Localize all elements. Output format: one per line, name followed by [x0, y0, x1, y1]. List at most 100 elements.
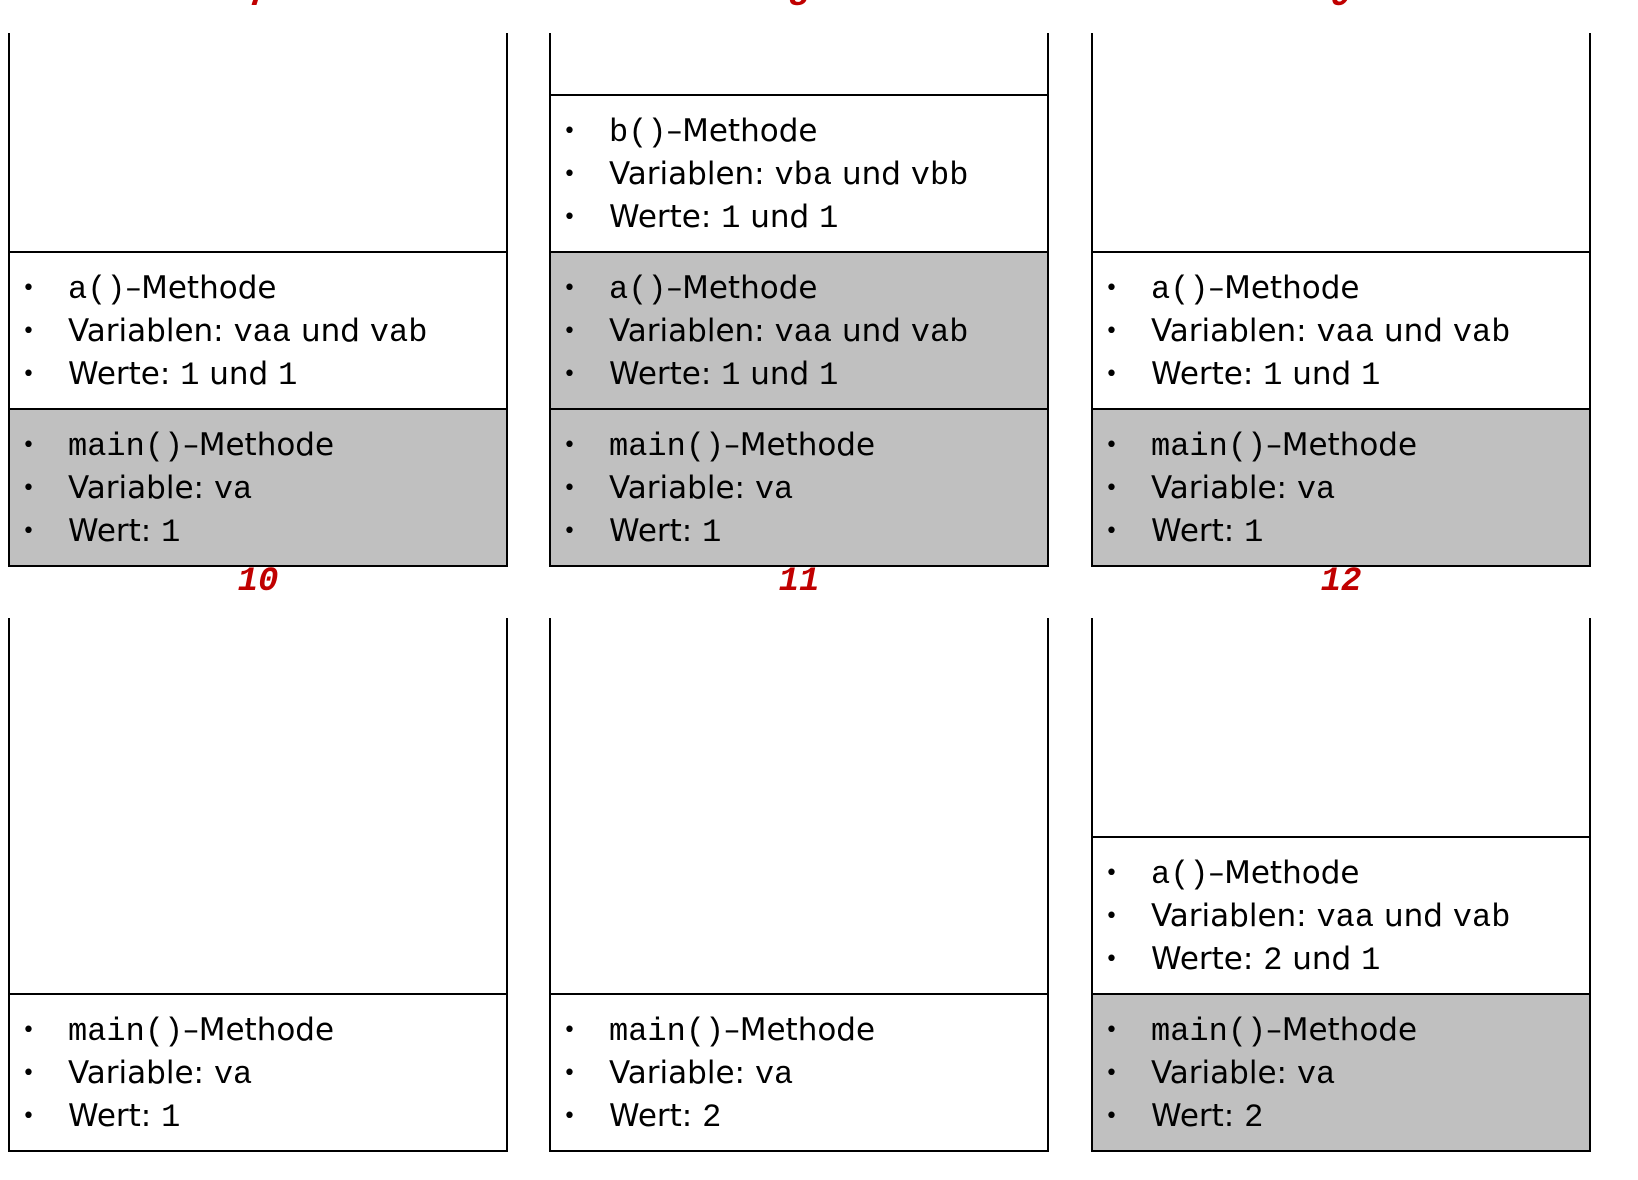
frame-method-line: • main()–Methode	[1105, 424, 1417, 467]
bullet-icon: •	[563, 319, 576, 344]
stack-frame: •main()–Methode•Variable: va•Wert: 1	[551, 408, 1047, 565]
variable-value: 2	[1244, 1099, 1264, 1136]
method-suffix: –Methode	[666, 270, 818, 306]
frame-variables-line: •Variable: va	[563, 467, 875, 510]
bullet-icon: •	[563, 1061, 576, 1086]
method-suffix: –Methode	[183, 1012, 335, 1048]
stack-frame: •a()–Methode•Variablen: vaa und vab•Wert…	[1093, 836, 1589, 993]
stack-frame: •main()–Methode•Variable: va•Wert: 2	[1093, 993, 1589, 1150]
bullet-icon: •	[563, 162, 576, 187]
und-label: und	[750, 199, 810, 235]
variables-label: Variablen:	[609, 156, 765, 192]
stack-frame: •b()–Methode•Variablen: vba und vbb•Wert…	[551, 94, 1047, 251]
bullet-icon: •	[563, 119, 576, 144]
values-label: Wert:	[68, 513, 152, 549]
variable-name: vbb	[910, 157, 969, 194]
bullet-icon: •	[563, 362, 576, 387]
bullet-icon: •	[563, 476, 576, 501]
frame-values-line: •Wert: 2	[1105, 1095, 1417, 1138]
bullet-icon: •	[22, 1061, 35, 1086]
variable-name: vaa	[1316, 899, 1375, 936]
variables-label: Variablen:	[1151, 313, 1307, 349]
values-label: Werte:	[609, 199, 712, 235]
variable-name: va	[1296, 471, 1336, 508]
und-label: und	[750, 356, 810, 392]
variable-value: 2	[1263, 942, 1283, 979]
bullet-icon: •	[563, 1104, 576, 1129]
stack-frame: •a()–Methode•Variablen: vaa und vab•Wert…	[551, 251, 1047, 408]
frame-variables-line: • Variable: va	[563, 1052, 875, 1095]
bullet-icon: •	[1105, 433, 1118, 458]
frame-values-line: • Wert: 1	[22, 510, 334, 553]
variable-name: va	[213, 1056, 253, 1093]
call-stack: •a()–Methode•Variablen: vaa und vab•Wert…	[1091, 618, 1591, 1152]
values-label: Werte:	[1151, 941, 1254, 977]
frame-variables-line: • Variablen: vba und vbb	[563, 153, 968, 196]
method-suffix: –Methode	[724, 1012, 876, 1048]
frame-method-line: •main()–Methode	[22, 424, 334, 467]
frame-method-line: •main()–Methode	[1105, 1009, 1417, 1052]
method-name: main()	[1151, 428, 1267, 465]
method-suffix: –Methode	[125, 270, 277, 306]
frame-values-line: •Werte: 1 und 1	[1105, 353, 1510, 396]
variables-label: Variablen:	[1151, 898, 1307, 934]
bullet-icon: •	[1105, 1061, 1118, 1086]
variables-label: Variable:	[609, 1055, 745, 1091]
variable-value: 1	[278, 357, 298, 394]
variables-label: Variablen:	[68, 313, 224, 349]
step-number: 11	[778, 563, 820, 601]
frame-variables-line: •Variable: va	[1105, 1052, 1417, 1095]
step-number: 10	[237, 563, 279, 601]
variables-label: Variablen:	[609, 313, 765, 349]
bullet-icon: •	[563, 519, 576, 544]
stack-frame: •main()–Methode•Variable: va•Wert: 1	[10, 993, 506, 1150]
method-name: a()	[1151, 271, 1209, 308]
method-suffix: –Methode	[724, 427, 876, 463]
frame-variables-line: •Variable: va	[22, 1052, 334, 1095]
frame-method-line: •main()–Methode	[563, 424, 875, 467]
method-suffix: –Methode	[1266, 427, 1418, 463]
bullet-icon: •	[563, 276, 576, 301]
variable-name: va	[1296, 1056, 1336, 1093]
variable-value: 1	[1263, 357, 1283, 394]
values-label: Werte:	[609, 356, 712, 392]
step-number: 7	[8, 0, 508, 17]
variable-value: 1	[161, 1099, 181, 1136]
bullet-icon: •	[22, 1104, 35, 1129]
frame-variables-line: •Variable: va	[22, 467, 334, 510]
und-label: und	[841, 313, 901, 349]
und-label: und	[1292, 941, 1352, 977]
variable-value: 1	[161, 514, 181, 551]
frame-values-line: •Werte: 2 und 1	[1105, 938, 1510, 981]
call-stack: •main()–Methode•Variable: va•Wert: 1	[8, 618, 508, 1152]
und-label: und	[1383, 898, 1443, 934]
frame-method-line: •b()–Methode	[563, 110, 968, 153]
und-label: und	[1292, 356, 1352, 392]
bullet-icon: •	[1105, 1018, 1118, 1043]
und-label: und	[300, 313, 360, 349]
variable-name: vaa	[233, 314, 292, 351]
frame-method-line: •a()–Methode	[1105, 852, 1510, 895]
variable-name: va	[754, 1056, 794, 1093]
step-number: 9	[1091, 0, 1591, 17]
bullet-icon: •	[1105, 861, 1118, 886]
variable-name: vab	[1452, 314, 1511, 351]
und-label: und	[841, 156, 901, 192]
bullet-icon: •	[22, 519, 35, 544]
bullet-icon: •	[1105, 519, 1118, 544]
method-name: a()	[609, 271, 667, 308]
variables-label: Variable:	[609, 470, 745, 506]
values-label: Wert:	[68, 1098, 152, 1134]
call-stack: •a()–Methode•Variablen: vaa und vab•Wert…	[1091, 33, 1591, 567]
bullet-icon: •	[563, 205, 576, 230]
variable-value: 1	[721, 200, 741, 237]
method-name: main()	[609, 1013, 725, 1050]
method-name: main()	[609, 428, 725, 465]
variable-name: vba	[774, 157, 833, 194]
values-label: Wert:	[609, 513, 693, 549]
bullet-icon: •	[1105, 947, 1118, 972]
frame-method-line: •main()–Methode	[22, 1009, 334, 1052]
variable-name: va	[213, 471, 253, 508]
variable-value: 1	[1361, 357, 1381, 394]
frame-variables-line: •Variablen: vaa und vab	[22, 310, 427, 353]
